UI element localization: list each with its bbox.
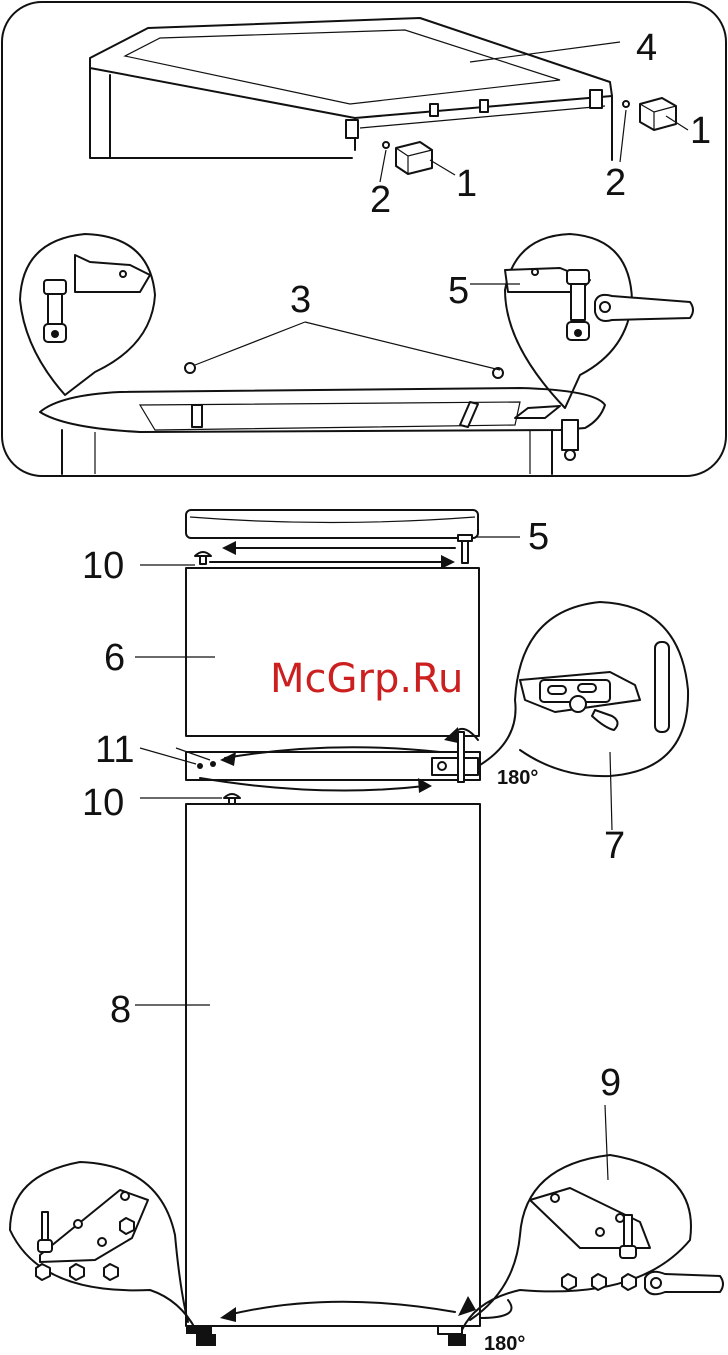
freezer-door [186, 568, 479, 736]
leader-3b [305, 322, 500, 370]
label-10-top: 10 [82, 545, 124, 587]
cap-1-left [396, 142, 455, 175]
label-1-left: 1 [456, 163, 477, 205]
screw-2-left [380, 142, 389, 182]
magnifier-right [505, 234, 693, 460]
label-10-bottom: 10 [82, 782, 124, 824]
watermark: McGrp.Ru [270, 656, 463, 702]
fridge-door [186, 804, 480, 1326]
cabinet-top [40, 363, 605, 474]
label-5-mid: 5 [528, 516, 549, 558]
label-7: 7 [604, 825, 625, 867]
label-4: 4 [636, 27, 657, 69]
label-5-top: 5 [448, 270, 469, 312]
label-2-right: 2 [605, 162, 626, 204]
leader-4 [470, 42, 620, 62]
top-cover [186, 510, 478, 538]
worktop-lid [90, 18, 612, 160]
label-1-right: 1 [690, 110, 711, 152]
label-8: 8 [110, 989, 131, 1031]
angle-180-bottom: 180° [484, 1333, 525, 1355]
magnifier-bottom-right [462, 1105, 723, 1330]
magnifier-left [20, 234, 155, 395]
magnifier-bottom-left [10, 1162, 196, 1330]
lower-door-assembly: 8 180° [10, 804, 723, 1355]
label-9: 9 [600, 1062, 621, 1104]
screw-2-right [620, 101, 629, 162]
leader-3a [195, 322, 305, 365]
angle-180-mid: 180° [497, 767, 538, 789]
top-panel: 4 1 1 2 2 3 [2, 2, 726, 476]
label-11: 11 [95, 729, 134, 771]
label-3: 3 [290, 279, 311, 321]
magnifier-hinge-7 [480, 602, 688, 830]
cap-1-right [640, 98, 688, 130]
label-6: 6 [104, 637, 125, 679]
label-2-left: 2 [370, 179, 391, 221]
